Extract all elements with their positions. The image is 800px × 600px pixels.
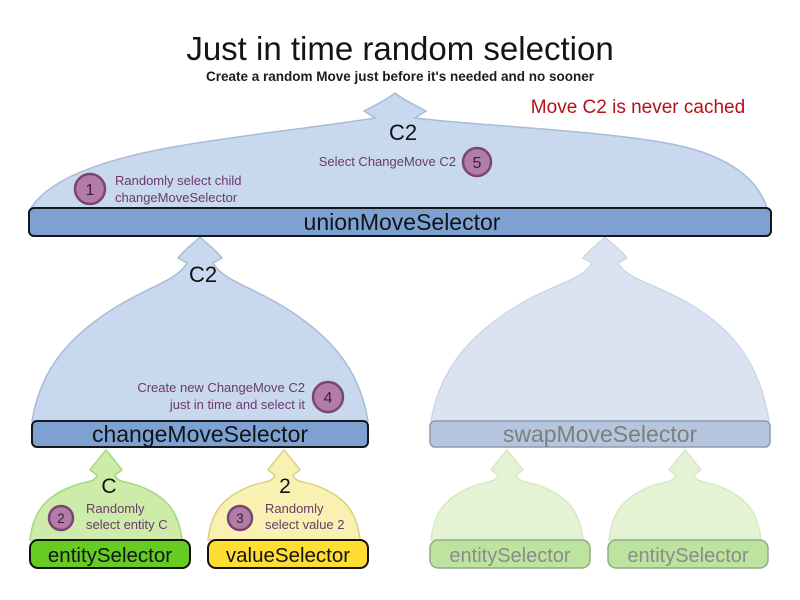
step-1-number: 1 [86,182,95,199]
entity-faded-flame-right [608,448,762,541]
page-subtitle: Create a random Move just before it's ne… [206,69,595,84]
step-2-badge [47,504,75,532]
entity-faded-bar-right [607,539,769,569]
step-2-line-2: select entity C [86,517,168,532]
entity-faded-label-right: entitySelector [627,545,749,567]
step-1-line-1: Randomly select child [115,173,241,188]
union-selector-label: unionMoveSelector [304,209,501,235]
entity-faded-flame-left [430,448,584,541]
change-selector-label: changeMoveSelector [92,421,308,447]
step-4-badge [311,380,345,414]
step-5-line-1: Select ChangeMove C2 [319,154,456,169]
entity-faded-label-left: entitySelector [449,545,571,567]
step-5-badge [461,146,493,178]
step-5-number: 5 [473,155,482,172]
value-selector-bar [207,539,369,569]
step-3-line-1: Randomly [265,501,324,516]
entity-selector-label: entitySelector [48,544,172,567]
value-output-label: 2 [279,475,291,498]
step-3-number: 3 [236,511,244,526]
change-output-label: C2 [189,262,217,287]
entity-output-label: C [101,475,116,498]
step-1-badge [73,172,107,206]
union-output-label: C2 [389,120,417,145]
step-2-line-1: Randomly [86,501,145,516]
union-selector-bar [28,207,772,237]
union-flame-shape [29,92,769,209]
value-selector-label: valueSelector [226,544,350,567]
step-3-badge [226,504,254,532]
page-title: Just in time random selection [186,30,613,67]
step-1-line-2: changeMoveSelector [115,190,238,205]
change-flame-shape [31,235,369,422]
swap-flame-shape [430,235,770,422]
cache-note: Move C2 is never cached [531,97,745,118]
step-4-line-1: Create new ChangeMove C2 [137,380,305,395]
step-2-number: 2 [57,511,65,526]
step-4-number: 4 [324,390,333,407]
swap-selector-label: swapMoveSelector [503,421,698,447]
change-selector-bar [31,420,369,448]
step-3-line-2: select value 2 [265,517,345,532]
entity-faded-bar-left [429,539,591,569]
swap-selector-bar [429,420,771,448]
step-4-line-2: just in time and select it [169,397,306,412]
entity-selector-bar [29,539,191,569]
